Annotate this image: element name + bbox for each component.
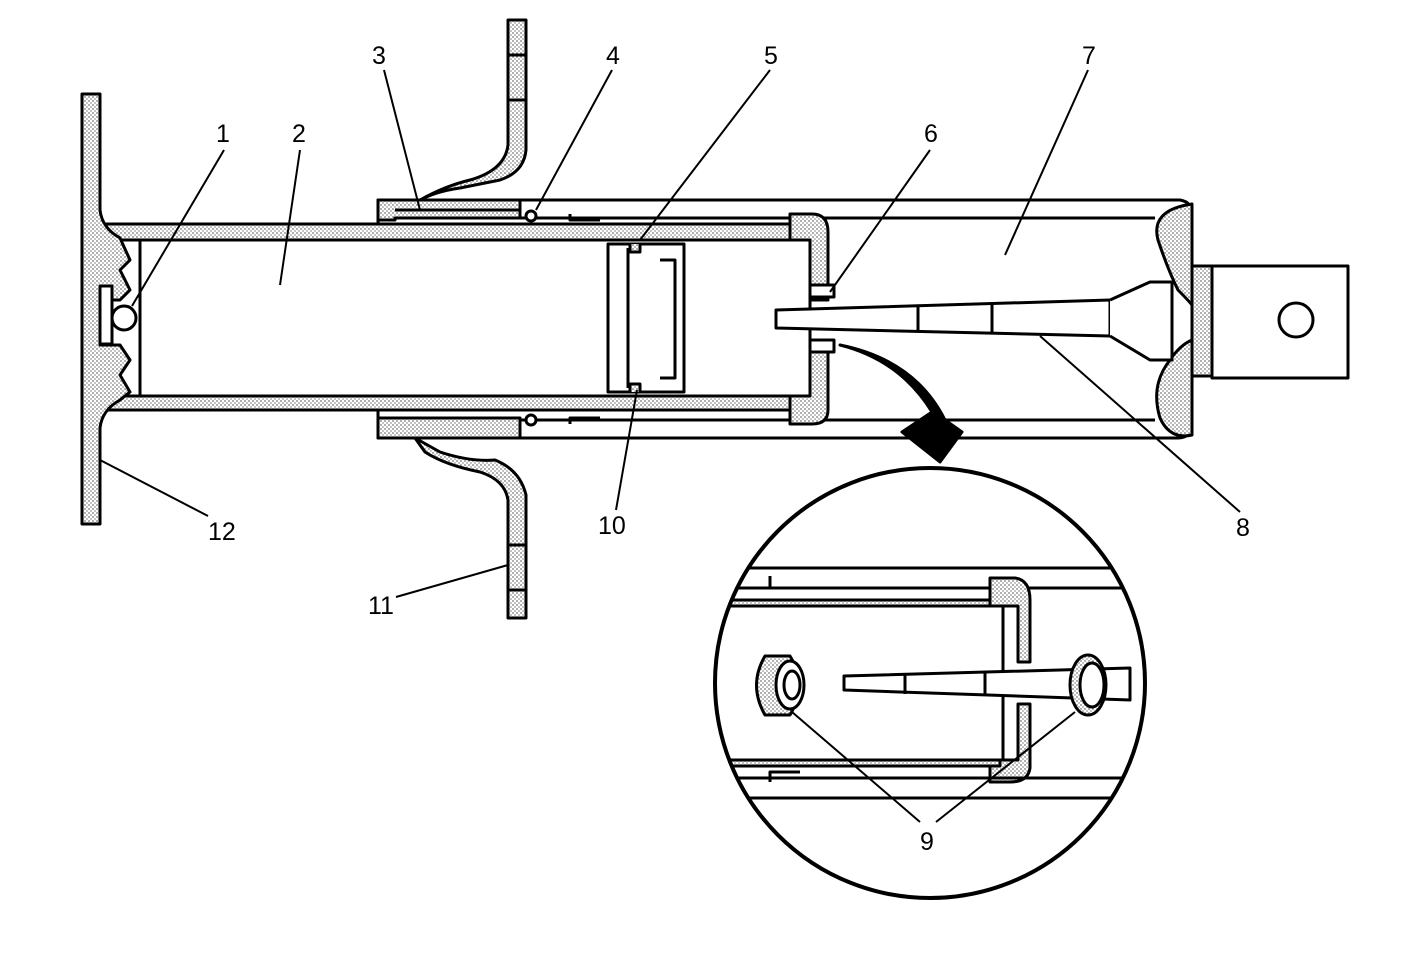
detail-view — [713, 466, 1147, 900]
leader-lines — [99, 69, 1241, 823]
callout-9: 9 — [920, 828, 934, 856]
check-ball — [110, 304, 138, 332]
eye-mount — [1190, 264, 1350, 380]
piston-rod — [774, 280, 1174, 362]
o-ring-lower — [524, 413, 538, 427]
callout-8: 8 — [1236, 514, 1250, 542]
rod-guide — [788, 212, 836, 426]
callout-1: 1 — [216, 120, 230, 148]
callout-6: 6 — [924, 120, 938, 148]
callout-11: 11 — [368, 592, 394, 620]
callout-7: 7 — [1082, 42, 1096, 70]
collar — [376, 198, 522, 440]
callout-2: 2 — [292, 120, 306, 148]
callout-12: 12 — [208, 518, 236, 546]
inner-tube — [103, 222, 812, 412]
callout-3: 3 — [372, 42, 386, 70]
callouts: 1 2 3 4 5 6 7 8 9 10 11 12 — [208, 42, 1250, 856]
detail-arrow — [838, 343, 964, 464]
o-ring-upper — [524, 209, 538, 223]
callout-4: 4 — [606, 42, 620, 70]
callout-5: 5 — [764, 42, 778, 70]
callout-10: 10 — [598, 512, 626, 540]
piston — [606, 242, 686, 394]
